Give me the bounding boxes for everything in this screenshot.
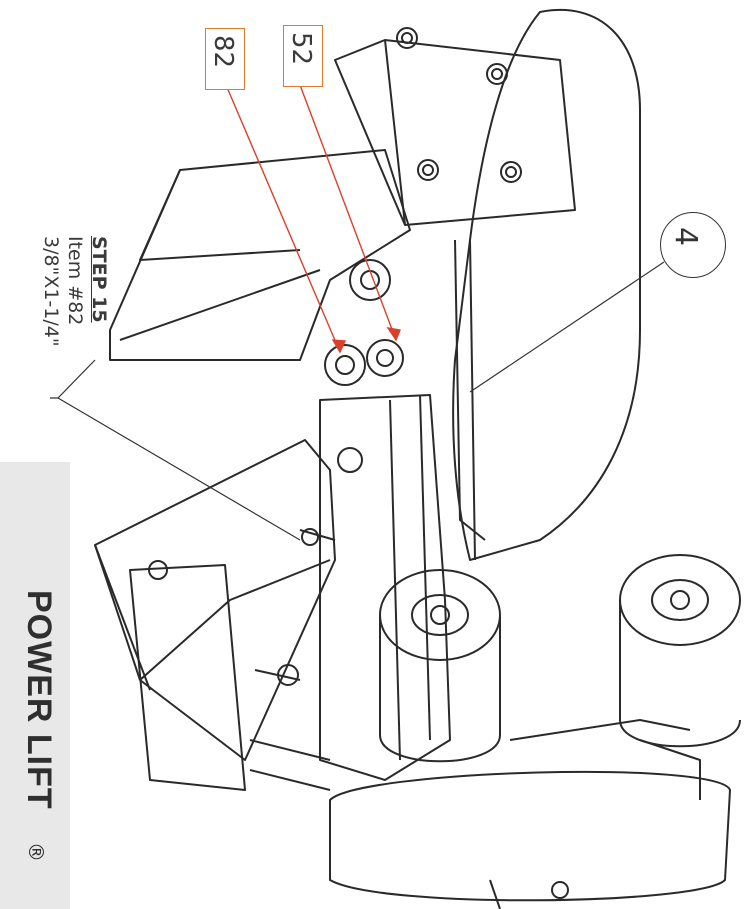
callout-4-text: 4 <box>668 227 703 247</box>
base-bumper <box>329 770 731 902</box>
leader-52 <box>299 84 397 341</box>
step-title: STEP 15 <box>88 236 110 323</box>
roller-left <box>379 569 501 661</box>
motor-housing <box>129 564 246 791</box>
brand-registered-mark: ® <box>24 842 48 862</box>
step-hardware-size: 3/8"X1-1/4" <box>40 236 62 347</box>
brand-name: POWER LIFT <box>20 590 58 810</box>
upper-arm <box>109 149 411 361</box>
seat-pad-outline <box>452 8 641 561</box>
leader-82 <box>225 84 341 353</box>
lower-arm <box>94 439 336 761</box>
brand-sidebar <box>0 462 70 909</box>
callout-82-text: 82 <box>208 35 238 69</box>
bracket-plate <box>334 39 576 226</box>
callout-52: 52 <box>283 25 323 87</box>
leader-step15 <box>50 359 301 541</box>
callout-4: 4 <box>660 212 726 278</box>
step-item: Item #82 <box>64 236 86 326</box>
callout-82: 82 <box>205 28 245 90</box>
callout-52-text: 52 <box>286 32 316 66</box>
roller-right <box>619 554 741 646</box>
leader-4 <box>469 261 665 393</box>
frame-column <box>319 394 451 781</box>
